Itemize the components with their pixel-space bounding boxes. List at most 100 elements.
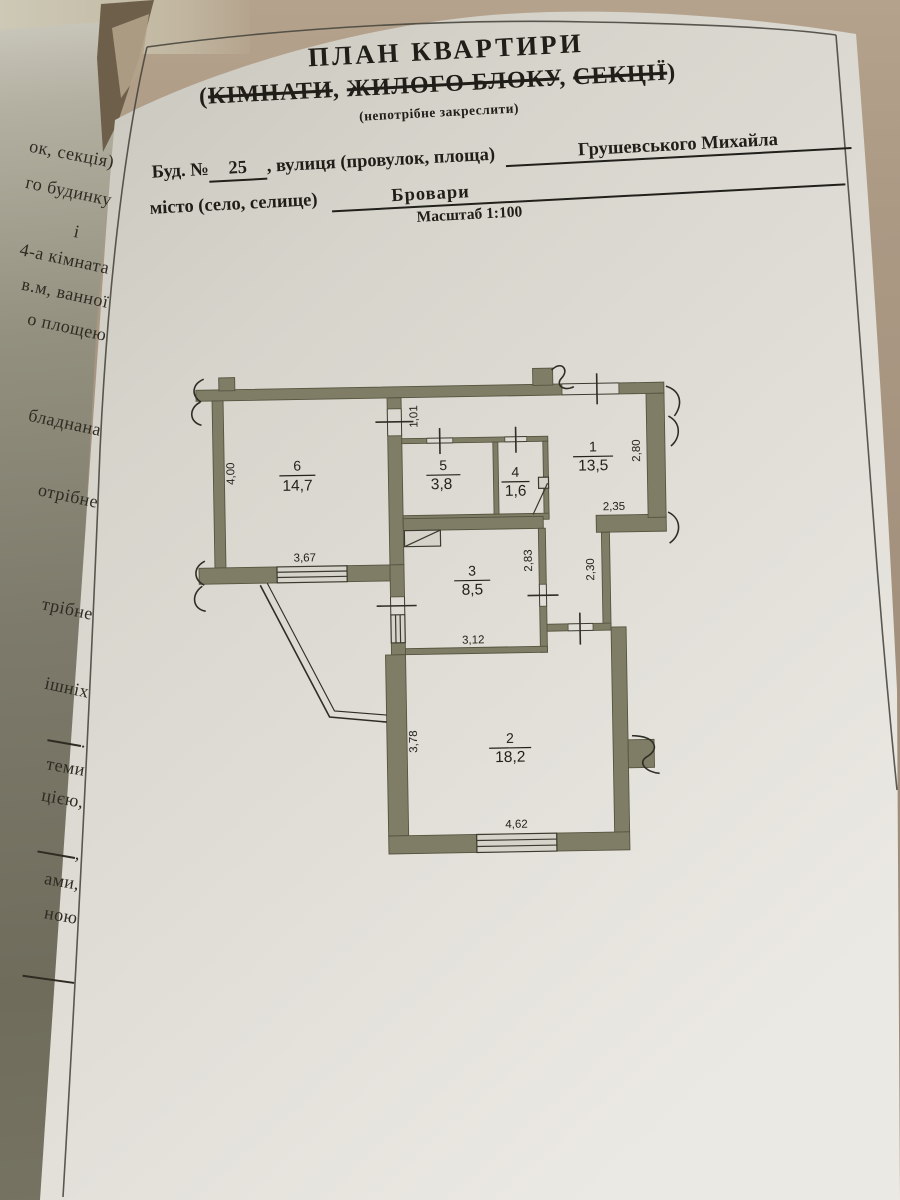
subtitle-struck-word-3: СЕКЦІЇ [572, 59, 668, 91]
wall [610, 626, 631, 833]
room-labels: 6 14,7 5 3,8 4 1,6 1 13,5 3 [279, 438, 614, 767]
door-tick [375, 420, 414, 423]
svg-text:1: 1 [589, 438, 597, 454]
svg-text:4: 4 [511, 464, 519, 480]
dimension-3-67: 3,67 [294, 552, 317, 564]
svg-text:6: 6 [293, 457, 301, 473]
form-border-right [835, 34, 898, 791]
partition [526, 435, 549, 443]
wall [389, 564, 405, 598]
wall-pilaster [218, 377, 236, 392]
city-label: місто (село, селище) [149, 190, 319, 219]
house-number-label: Буд. № [151, 159, 210, 183]
wall-break-mark [631, 734, 660, 775]
dimension-1-01: 1,01 [408, 405, 420, 428]
underlying-page-text-fragment: трібне [40, 593, 96, 624]
svg-text:18,2: 18,2 [495, 749, 525, 767]
door-swing-room4 [532, 476, 550, 515]
dimension-labels: 4,00 3,67 1,01 2,80 2,35 2,83 2,30 3,12 … [225, 405, 643, 831]
floor-plan-drawing: 6 14,7 5 3,8 4 1,6 1 13,5 3 [190, 365, 681, 855]
room-2-label: 2 18,2 [489, 730, 532, 767]
wall-break-marks [190, 365, 681, 775]
torn-paper-edge [112, 14, 149, 98]
dimension-2-80: 2,80 [631, 439, 643, 462]
room-5-label: 5 3,8 [426, 457, 461, 493]
partition [404, 645, 548, 656]
dimension-2-35: 2,35 [603, 501, 626, 513]
underlying-page-text-fragment: ок, секція) [27, 135, 117, 172]
underlying-page-text-fragment: ною [43, 902, 80, 928]
room-3-label: 3 8,5 [454, 562, 491, 599]
wall [645, 392, 667, 518]
wall-stack [532, 367, 554, 386]
door-tick [579, 612, 582, 645]
windows [276, 565, 558, 854]
dimension-2-83: 2,83 [523, 549, 535, 572]
dimension-3-12: 3,12 [462, 634, 485, 646]
wall [385, 654, 410, 837]
door-tick [527, 594, 559, 597]
wall [618, 381, 665, 395]
wall [386, 397, 402, 410]
wall [198, 566, 278, 585]
underlying-page-text-fragment: го будинку [24, 171, 115, 210]
svg-text:13,5: 13,5 [578, 457, 608, 475]
street-value: Грушевського Михайла [504, 126, 852, 168]
svg-text:3,8: 3,8 [431, 476, 453, 493]
partition [544, 623, 569, 632]
balcony-outline [259, 582, 387, 723]
partition [537, 527, 547, 585]
door-ticks [375, 373, 598, 645]
wall [211, 400, 227, 569]
subtitle-struck-word-2: ЖИЛОГО БЛОКУ [346, 65, 560, 103]
partition [452, 436, 506, 444]
wall [195, 383, 563, 402]
partition [492, 441, 500, 518]
underlying-page-text-fragment: 4-а кімната [17, 239, 112, 278]
wall-break-mark [193, 378, 205, 403]
window-room2 [476, 832, 558, 854]
underlying-page-text-fragment: в.м, ванної [19, 273, 111, 312]
wall [387, 435, 405, 566]
partition [600, 531, 612, 628]
street-label: , вулиця (провулок, площа) [266, 144, 496, 177]
svg-text:3: 3 [468, 562, 476, 578]
door-tick [376, 604, 417, 607]
form-border-top [146, 20, 837, 48]
form-border-left [62, 46, 148, 1198]
underlying-page-text-fragment [22, 956, 77, 989]
wall-break-mark [190, 401, 202, 426]
underlying-page-text-fragment: отрібне [36, 479, 101, 512]
svg-text:5: 5 [439, 457, 447, 473]
underlying-page-text-fragment: і [72, 221, 83, 242]
dimension-2-30: 2,30 [585, 558, 597, 581]
dimension-4-62: 4,62 [505, 819, 528, 831]
wall-break-mark [667, 511, 680, 544]
form-header: ПЛАН КВАРТИРИ (КІМНАТИ, ЖИЛОГО БЛОКУ, СЕ… [0, 0, 900, 284]
wall [388, 834, 478, 855]
wall [595, 513, 667, 533]
wall-break-mark [193, 585, 206, 612]
wall [627, 738, 655, 769]
wall [346, 564, 391, 583]
subtitle-paren: ) [666, 59, 677, 86]
vent-shaft [403, 529, 442, 548]
underlying-page-text-fragment: бладнана [26, 404, 104, 440]
room-4-label: 4 1,6 [501, 464, 530, 500]
form-border [62, 20, 898, 1198]
underlying-page-text-fragment: теми [45, 753, 87, 780]
underlying-page-text-fragment: цією, [40, 784, 86, 812]
wall-break-mark [550, 365, 575, 390]
wall-break-mark [665, 385, 681, 417]
dimension-3-78: 3,78 [408, 730, 420, 753]
svg-text:8,5: 8,5 [461, 581, 483, 598]
walls [195, 367, 667, 855]
wall-break-mark [667, 415, 680, 447]
subtitle-separator: , [332, 76, 348, 104]
underlying-page-text-fragment: ами, [43, 867, 82, 894]
underlying-page-text-fragment: ішніх [43, 672, 92, 702]
dimension-4-00: 4,00 [225, 462, 237, 485]
partition [592, 622, 612, 631]
